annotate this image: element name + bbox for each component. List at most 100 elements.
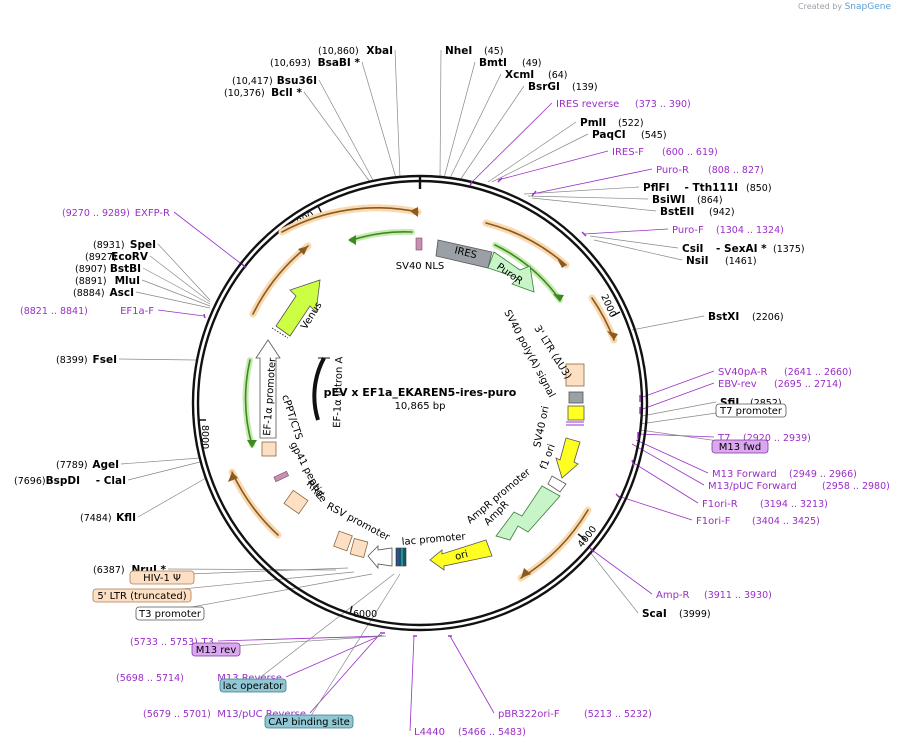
site-left-6: BstBI — [110, 263, 141, 275]
inner-features — [255, 237, 585, 571]
site-left-b-11: - ClaI — [96, 475, 126, 487]
site-left-11: BspDI — [46, 475, 80, 487]
site-left-pos-3: (10,376) — [224, 88, 265, 99]
orange-arc-heads — [228, 207, 618, 578]
primer-range-14: (5679 .. 5701) — [143, 709, 211, 720]
site-pos-7: (864) — [697, 195, 723, 206]
site-left-pos-7: (8891) — [75, 276, 107, 287]
site-left-pos-8: (8884) — [73, 288, 105, 299]
primer-range-10: (3404 .. 3425) — [752, 516, 820, 527]
plasmid-size: 10,865 bp — [395, 401, 446, 412]
primer-range-9: (3194 .. 3213) — [760, 499, 828, 510]
boxed-label-bg-1 — [711, 439, 769, 454]
site-left-2: Bsu36I — [277, 75, 317, 87]
site-left-7: MluI — [115, 275, 140, 287]
primer-m13-puc-reverse: M13/pUC Reverse — [217, 709, 306, 720]
primer-l4440: L4440 — [414, 727, 445, 738]
site-left-pos-0: (10,860) — [318, 46, 359, 57]
site-left-pos-13: (6387) — [93, 565, 125, 576]
site-pos-10: (1461) — [725, 256, 757, 267]
primer-range-4: (2641 .. 2660) — [784, 367, 852, 378]
boxed-label-m13-fwd: M13 fwd — [719, 442, 761, 453]
boxed-label-m13-rev: M13 rev — [196, 645, 237, 656]
tick-6000: 6000 — [353, 609, 377, 620]
site-pos-13: (3999) — [679, 609, 711, 620]
site-pos-11: (2206) — [752, 312, 784, 323]
primer-range-6: (2920 .. 2939) — [743, 433, 811, 444]
boxed-label-bg-0 — [715, 403, 787, 418]
site-left-pos-6: (8907) — [75, 264, 107, 275]
site-scai: ScaI — [642, 608, 667, 620]
site-pos-5: (545) — [641, 130, 667, 141]
site-pos-0: (45) — [484, 46, 504, 57]
site-pos-2: (64) — [548, 70, 568, 81]
primer-pbr322ori-f: pBR322ori-F — [498, 709, 560, 720]
site-left-3: BclI * — [271, 87, 302, 99]
plasmid-name: pEV x EF1a_EKAREN5-ires-puro — [324, 386, 517, 399]
boxed-label-bg-5 — [191, 642, 241, 657]
primer-range-11: (3911 .. 3930) — [704, 590, 772, 601]
site-pos-1: (49) — [522, 58, 542, 69]
primer-ires-reverse: IRES reverse — [556, 99, 619, 110]
primer-range-1: (600 .. 619) — [662, 147, 718, 158]
primer-m13-puc-forward: M13/pUC Forward — [708, 481, 797, 492]
site-nhei: NheI — [445, 45, 472, 57]
site-pos-12: (2852) — [750, 398, 782, 409]
boxed-label-bg-4 — [135, 606, 205, 621]
site-left-9: FseI — [93, 354, 117, 366]
site-bsteii: BstEII — [660, 206, 694, 218]
site-pmli: PmlI — [580, 117, 606, 129]
primer-ires-f: IRES-F — [612, 147, 644, 158]
primer-range-8: (2958 .. 2980) — [822, 481, 890, 492]
boxed-label-5--ltr--truncated-: 5' LTR (truncated) — [97, 591, 186, 602]
primer-ef1a-f: EF1a-F — [120, 306, 154, 317]
site-pos-3: (139) — [572, 82, 598, 93]
boxed-label-bg-3 — [92, 588, 192, 603]
feature-lac-promoter: lac promoter — [401, 531, 467, 548]
site-pos-6: (850) — [746, 183, 772, 194]
primer-range-17: (8821 .. 8841) — [20, 306, 88, 317]
site-pos-4: (522) — [618, 118, 644, 129]
primer-amp-r: Amp-R — [656, 590, 690, 601]
site-bstxi: BstXI — [708, 311, 739, 323]
primer-ebv-rev: EBV-rev — [718, 379, 757, 390]
site-xcmi: XcmI — [505, 69, 534, 81]
primer-range-7: (2949 .. 2966) — [789, 469, 857, 480]
feature-ires: IRES — [453, 245, 478, 261]
boxed-label-hiv-1--: HIV-1 Ψ — [143, 573, 181, 584]
site-left-pos-4: (8931) — [93, 240, 125, 251]
primer-m13-reverse: M13 Reverse — [217, 673, 282, 684]
primer-range-3: (1304 .. 1324) — [716, 225, 784, 236]
site-left-pos-11: (7696) — [14, 476, 46, 487]
primer-range-5: (2695 .. 2714) — [774, 379, 842, 390]
credit-prefix: Created by — [798, 2, 843, 11]
site-pos-8: (942) — [709, 207, 735, 218]
primer-range-2: (808 .. 827) — [708, 165, 764, 176]
feature-sv40-nls: SV40 NLS — [396, 261, 445, 272]
site-bsrgi: BsrGI — [528, 81, 560, 93]
boxed-label-lac-operator: lac operator — [223, 681, 284, 692]
site-left-8: AscI — [109, 287, 134, 299]
site-tth111i: - Tth111I — [685, 182, 739, 194]
site-left-10: AgeI — [92, 459, 119, 471]
site-left-pos-2: (10,417) — [232, 76, 273, 87]
primer-t7: T7 — [717, 433, 730, 444]
feature-sv40-ori: SV40 ori — [532, 405, 552, 448]
primer-t3: T3 — [201, 637, 214, 648]
site-left-4: SpeI — [130, 239, 156, 251]
site-csii: CsiI — [682, 243, 703, 255]
site-left-pos-1: (10,693) — [270, 58, 311, 69]
boxed-label-cap-binding-site: CAP binding site — [268, 717, 350, 728]
primer-range-13: (5466 .. 5483) — [458, 727, 526, 738]
boxed-label-t3-promoter: T3 promoter — [138, 609, 202, 620]
primer-range-18: (9270 .. 9289) — [62, 208, 130, 219]
primer-marks — [203, 177, 641, 637]
site-left-5: EcoRV — [111, 251, 149, 263]
primer-range-12: (5213 .. 5232) — [584, 709, 652, 720]
feature-cppt: cPPT/CTS — [279, 394, 304, 442]
tick-8000: 8000 — [199, 425, 210, 449]
site-nsii: NsiI — [686, 255, 709, 267]
site-pflfi: PflFI — [643, 182, 670, 194]
snapgene-logo-text: SnapGene — [844, 2, 891, 12]
